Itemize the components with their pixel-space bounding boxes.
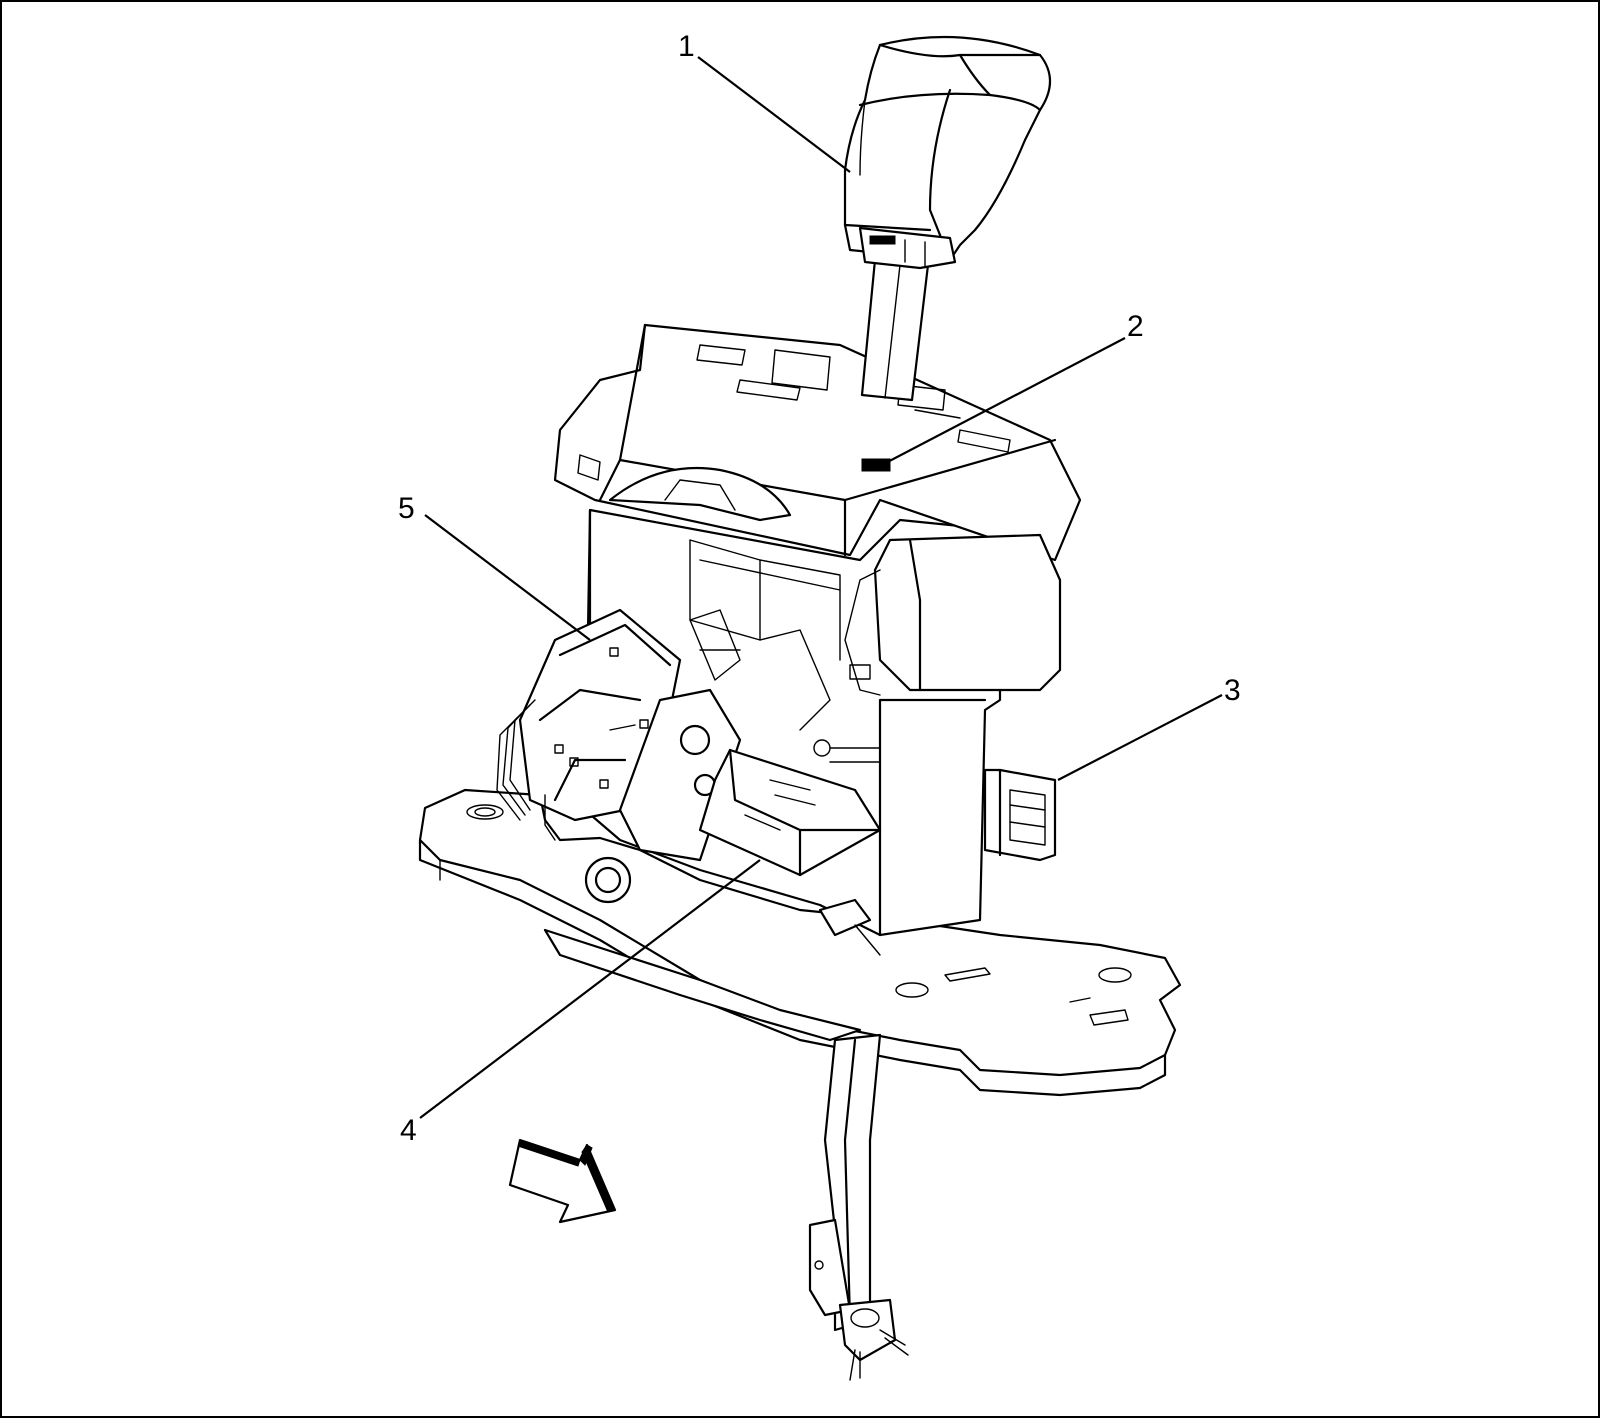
base-plate <box>418 788 1182 1097</box>
callout-1: 1 <box>678 30 695 63</box>
harness-connector <box>983 768 1057 862</box>
leader-4 <box>419 859 761 1119</box>
callout-leaders <box>419 56 1223 1119</box>
callout-2: 2 <box>1127 310 1144 343</box>
park-position-switch <box>698 748 882 956</box>
leader-2 <box>879 337 1126 467</box>
callout-labels: 1 2 3 4 5 <box>398 30 1241 1147</box>
leader-3 <box>1057 694 1223 781</box>
leader-1 <box>697 56 851 173</box>
shift-lever-shaft <box>860 258 930 402</box>
shift-knob <box>843 35 1052 270</box>
callout-3: 3 <box>1224 674 1241 707</box>
shift-indicator-bezel <box>553 323 1082 562</box>
cable-bracket <box>808 1033 909 1381</box>
forward-arrow-icon <box>508 1138 617 1224</box>
leader-5 <box>424 514 591 641</box>
side-cover <box>844 533 1062 696</box>
callout-5: 5 <box>398 492 415 525</box>
callout-4: 4 <box>400 1114 417 1147</box>
